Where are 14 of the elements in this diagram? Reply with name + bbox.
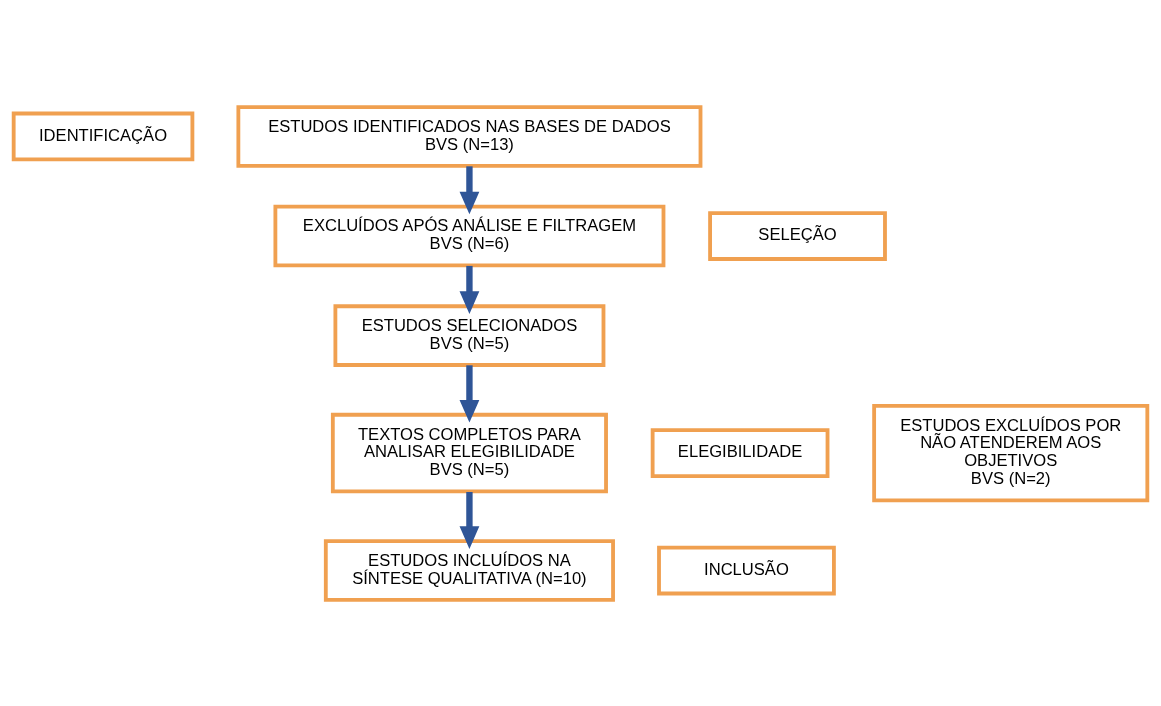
node-box: TEXTOS COMPLETOS PARA ANALISAR ELEGIBILIDADE BVS (N=5): [330, 412, 608, 493]
node-box: IDENTIFICAÇÃO: [11, 111, 195, 161]
node-box: INCLUSÃO: [657, 545, 836, 595]
node-box: ESTUDOS SELECIONADOS BVS (N=5): [333, 303, 606, 367]
node-box: ELEGIBILIDADE: [650, 427, 830, 478]
node-box: ESTUDOS EXCLUÍDOS POR NÃO ATENDEREM AOS OBJETIVOS BVS (N=2): [872, 403, 1150, 502]
node-box: SELEÇÃO: [708, 210, 887, 261]
node-box: ESTUDOS IDENTIFICADOS NAS BASES DE DADOS BVS (N=13): [236, 104, 703, 168]
arrow: [459, 364, 480, 423]
node-box: EXCLUÍDOS APÓS ANÁLISE E FILTRAGEM BVS (N=6): [273, 204, 666, 267]
arrow: [459, 491, 480, 549]
node-box: ESTUDOS INCLUÍDOS NA SÍNTESE QUALITATIVA (N=10): [323, 538, 615, 602]
arrow: [459, 165, 480, 214]
arrow: [459, 265, 480, 314]
